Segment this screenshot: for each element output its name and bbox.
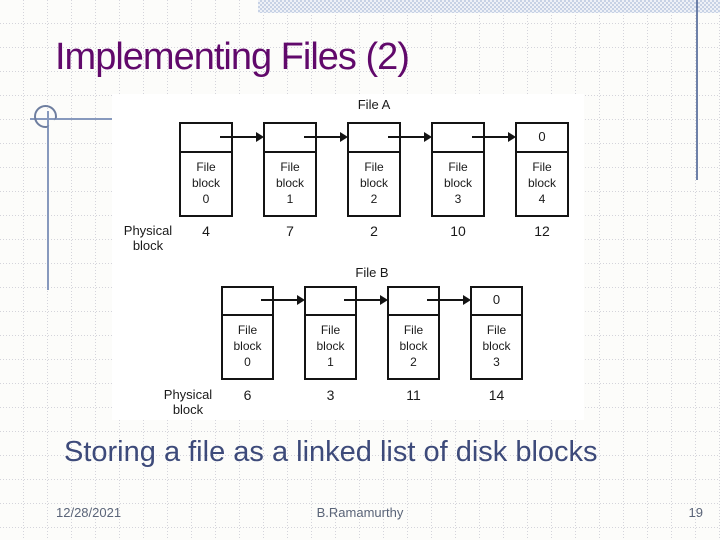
next-pointer-arrow — [344, 299, 380, 301]
physical-block-number: 7 — [286, 223, 294, 239]
next-pointer-arrow — [427, 299, 463, 301]
pointer-cell: 0 — [472, 288, 521, 316]
pointer-cell — [265, 124, 315, 153]
pointer-cell — [349, 124, 399, 153]
compass-ornament-icon — [34, 105, 57, 128]
physical-block-number: 3 — [326, 387, 335, 403]
pointer-cell — [306, 288, 355, 316]
next-pointer-arrow — [220, 136, 256, 138]
arrow-head-icon — [256, 132, 264, 142]
footer-author: B.Ramamurthy — [316, 505, 404, 520]
pointer-cell — [223, 288, 272, 316]
next-pointer-arrow — [472, 136, 508, 138]
arrow-head-icon — [340, 132, 348, 142]
footer-date: 12/28/2021 — [56, 505, 122, 520]
footer-page-number: 19 — [688, 505, 703, 520]
slide-caption: Storing a file as a linked list of disk … — [64, 436, 598, 468]
ornament-vertical-line — [47, 111, 49, 290]
physical-block-number: 6 — [243, 387, 252, 403]
physical-block-number: 12 — [534, 223, 550, 239]
next-pointer-arrow — [304, 136, 340, 138]
slide-footer: 12/28/2021 B.Ramamurthy 19 — [0, 505, 720, 527]
next-pointer-arrow — [261, 299, 297, 301]
physical-block-number: 14 — [488, 387, 505, 403]
right-accent-line — [696, 0, 698, 180]
arrow-head-icon — [424, 132, 432, 142]
file-label: File B — [355, 265, 389, 280]
pointer-cell — [181, 124, 231, 153]
pointer-cell — [433, 124, 483, 153]
pointer-cell — [389, 288, 438, 316]
top-accent-band — [258, 0, 720, 13]
physical-block-number: 2 — [370, 223, 378, 239]
arrow-head-icon — [380, 295, 388, 305]
slide-title: Implementing Files (2) — [55, 36, 410, 78]
physical-block-number: 4 — [202, 223, 210, 239]
file-label: File A — [357, 97, 391, 112]
arrow-head-icon — [297, 295, 305, 305]
ornament-horizontal-line — [30, 118, 118, 120]
physical-block-number: 11 — [406, 387, 421, 403]
physical-block-number: 10 — [450, 223, 466, 239]
arrow-head-icon — [508, 132, 516, 142]
pointer-cell: 0 — [517, 124, 567, 153]
next-pointer-arrow — [388, 136, 424, 138]
arrow-head-icon — [463, 295, 471, 305]
